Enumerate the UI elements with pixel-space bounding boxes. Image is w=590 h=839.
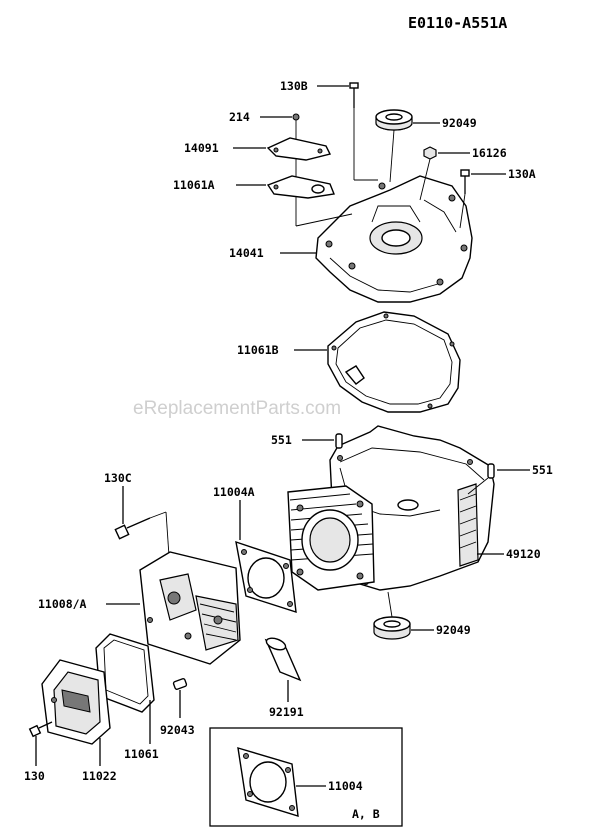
crankcase-block [287,425,495,591]
callout-130a: 130A [508,167,536,181]
cylinder-head-11008a [139,551,241,665]
callout-130c: 130C [104,471,132,485]
watermark: eReplacementParts.com [133,398,341,419]
pin-214 [292,113,353,227]
callout-11004a: 11004A [213,485,255,499]
callout-551-left: 551 [271,433,292,447]
diagram-code: E0110-A551A [408,14,507,32]
callout-92049-bottom: 92049 [436,623,471,637]
callout-130b: 130B [280,79,308,93]
callout-14091: 14091 [184,141,219,155]
oil-seal-bottom [373,591,411,640]
dowel-551-left [335,433,343,449]
pin-92043 [172,678,188,690]
callout-11061a: 11061A [173,178,215,192]
callout-214: 214 [229,110,250,124]
plate-14091 [266,137,332,161]
oil-seal-top [375,109,413,183]
bolt-130a [459,169,470,229]
callout-92043: 92043 [160,723,195,737]
inset-box [209,727,403,827]
bolt-130 [28,721,53,738]
crankcase-cover [315,175,473,303]
rocker-cover-11022 [41,659,111,745]
nut-16126 [419,146,437,201]
callout-11061b: 11061B [237,343,279,357]
callout-130: 130 [24,769,45,783]
callout-11008a: 11008/A [38,597,87,611]
callout-16126: 16126 [472,146,507,160]
callout-11004: 11004 [328,779,363,793]
bolt-130b [349,82,378,181]
gasket-11061a [266,175,335,199]
callout-14041: 14041 [229,246,264,260]
inset-label: A, B [352,807,380,821]
callout-11022: 11022 [82,769,117,783]
callout-11061: 11061 [124,747,159,761]
callout-49120: 49120 [506,547,541,561]
gasket-11061b [327,311,461,413]
dowel-551-right [467,463,495,495]
sleeve-92191 [264,637,302,682]
callout-92049-top: 92049 [442,116,477,130]
head-gasket-11004a [235,540,297,613]
callout-551-right: 551 [532,463,553,477]
callout-92191: 92191 [269,705,304,719]
